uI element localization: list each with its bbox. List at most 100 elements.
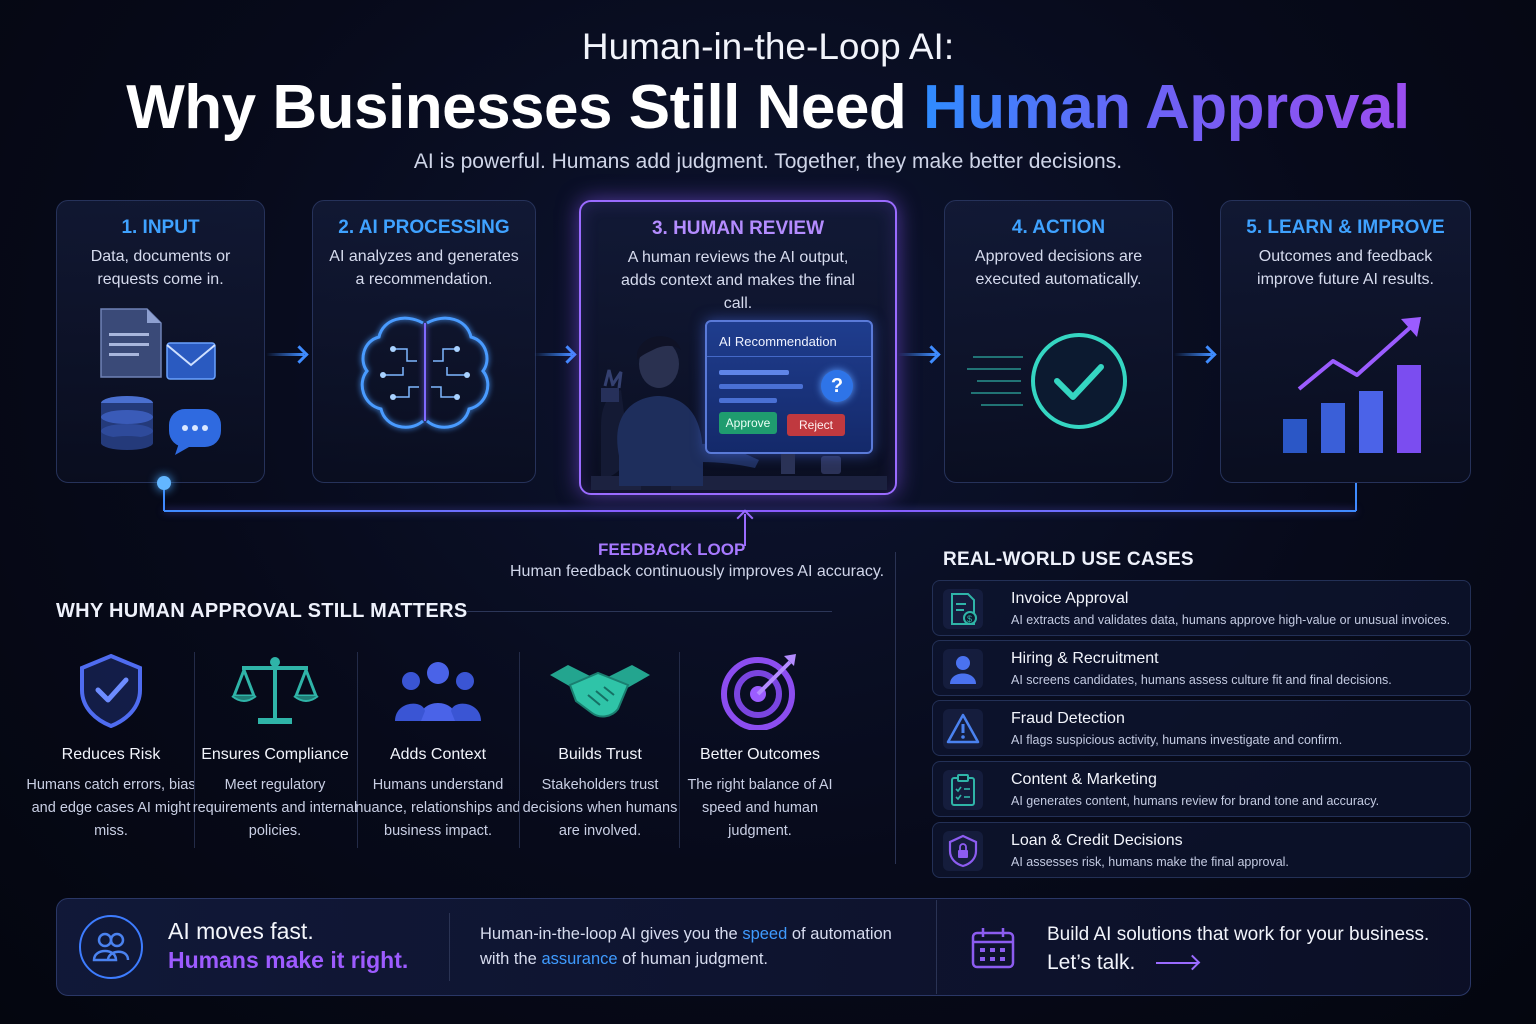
banner-message-line2: with the assurance of human judgment. (480, 950, 768, 969)
use-case-name: Invoice Approval (1011, 590, 1129, 607)
benefit-better-outcomes: Better Outcomes The right balance of AI … (679, 650, 841, 845)
warning-icon (946, 713, 980, 744)
growth-chart-icon (1283, 317, 1421, 453)
feedback-loop-line-left (163, 483, 165, 511)
feedback-loop-line (164, 510, 1356, 512)
banner-keyword-speed: speed (742, 925, 788, 943)
reject-button[interactable]: Reject (787, 414, 845, 436)
header-subtitle: Human-in-the-Loop AI: (581, 26, 955, 67)
benefit-separator (357, 652, 358, 848)
banner-message-line1: Human-in-the-loop AI gives you the speed… (480, 925, 892, 944)
benefit-title: Reduces Risk (61, 746, 161, 763)
lock-shield-icon (948, 834, 978, 868)
target-icon (721, 654, 796, 730)
invoice-icon: $ (951, 593, 977, 625)
cta-banner (56, 898, 1471, 996)
step-card-human-review: 3. HUMAN REVIEW A human reviews the AI o… (579, 200, 897, 495)
cta-arrow-icon[interactable] (1156, 962, 1198, 964)
benefit-desc: Meet regulatory requirements and interna… (192, 777, 358, 839)
feedback-loop-line-right (1355, 483, 1357, 511)
benefit-separator (194, 652, 195, 848)
feedback-loop-up-arrow (744, 514, 746, 546)
step-card-learn-improve: 5. LEARN & IMPROVE Outcomes and feedback… (1220, 200, 1471, 483)
page-title: Why Businesses Still Need Human Approval (0, 72, 1536, 143)
benefit-separator (679, 652, 680, 848)
benefit-adds-context: Adds Context Humans understand nuance, r… (355, 650, 521, 845)
brain-icon (360, 316, 490, 429)
benefit-builds-trust: Builds Trust Stakeholders trust decision… (519, 650, 681, 845)
use-cases-title: REAL-WORLD USE CASES (943, 549, 1194, 570)
benefit-ensures-compliance: Ensures Compliance Meet regulatory requi… (193, 650, 357, 845)
benefit-title: Adds Context (389, 746, 487, 763)
benefit-desc: Humans catch errors, bias and edge cases… (26, 777, 196, 839)
step-title: 5. LEARN & IMPROVE (1246, 217, 1445, 238)
banner-text: of human judgment. (617, 950, 769, 968)
human-reviewer-illustration (591, 336, 887, 490)
banner-text: with the (480, 950, 542, 968)
use-case-hiring[interactable]: Hiring & Recruitment AI screens candidat… (932, 640, 1471, 696)
people-circle-icon (79, 915, 143, 979)
step-card-action: 4. ACTION Approved decisions are execute… (944, 200, 1173, 483)
use-case-desc: AI flags suspicious activity, humans inv… (1011, 733, 1343, 747)
scales-icon (231, 657, 319, 724)
flow-arrow (898, 353, 936, 356)
use-case-content-marketing[interactable]: Content & Marketing AI generates content… (932, 761, 1471, 817)
input-sources-icon (100, 308, 221, 455)
svg-text:$: $ (967, 614, 972, 624)
benefit-title: Better Outcomes (699, 746, 821, 763)
benefit-reduces-risk: Reduces Risk Humans catch errors, bias a… (26, 650, 196, 845)
banner-text: of automation (787, 925, 892, 943)
use-case-loan-credit[interactable]: Loan & Credit Decisions AI assesses risk… (932, 822, 1471, 878)
approve-button[interactable]: Approve (719, 412, 777, 434)
monitor-label: AI Recommendation (719, 334, 837, 349)
cta-text: Build AI solutions that work for your bu… (1047, 924, 1430, 945)
flow-arrow (1174, 353, 1212, 356)
banner-text: Human-in-the-loop AI gives you the (480, 925, 743, 943)
use-case-desc: AI assesses risk, humans make the final … (1011, 855, 1289, 869)
step-card-ai-processing: 2. AI PROCESSING AI analyzes and generat… (312, 200, 536, 483)
flow-arrow (534, 353, 572, 356)
why-title-rule (467, 611, 832, 612)
use-case-name: Hiring & Recruitment (1011, 650, 1159, 667)
step-title: 4. ACTION (1011, 217, 1106, 238)
banner-headline: AI moves fast. (168, 918, 314, 944)
step-desc: Outcomes and feedback improve future AI … (1257, 248, 1434, 288)
banner-keyword-assurance: assurance (541, 950, 618, 968)
use-case-invoice-approval[interactable]: $ Invoice Approval AI extracts and valid… (932, 580, 1471, 636)
use-case-name: Content & Marketing (1011, 771, 1157, 788)
people-group-icon (395, 662, 481, 721)
why-section-title: WHY HUMAN APPROVAL STILL MATTERS (56, 600, 468, 622)
step-card-input: 1. INPUT Data, documents or requests com… (56, 200, 265, 483)
banner-separator (449, 913, 450, 981)
page-title-highlight: Human Approval (922, 73, 1410, 142)
benefit-desc: Stakeholders trust decisions when humans… (522, 777, 678, 839)
cta-link[interactable]: Let’s talk. (1047, 951, 1136, 974)
header-tagline: AI is powerful. Humans add judgment. Tog… (413, 150, 1123, 173)
step-desc: AI analyzes and generates a recommendati… (329, 248, 519, 288)
use-case-fraud-detection[interactable]: Fraud Detection AI flags suspicious acti… (932, 700, 1471, 756)
banner-headline-accent: Humans make it right. (168, 947, 409, 973)
step-desc: Approved decisions are executed automati… (974, 248, 1143, 288)
flow-arrow (266, 353, 304, 356)
use-case-name: Loan & Credit Decisions (1011, 832, 1183, 849)
step-title: 1. INPUT (121, 217, 200, 238)
page-title-plain: Why Businesses Still Need (126, 73, 923, 142)
benefit-separator (519, 652, 520, 848)
feedback-loop-title: FEEDBACK LOOP (598, 540, 746, 559)
banner-separator (936, 900, 937, 994)
step-title: 2. AI PROCESSING (338, 217, 510, 238)
use-case-name: Fraud Detection (1011, 710, 1125, 727)
step-desc: Data, documents or requests come in. (90, 248, 231, 288)
benefit-desc: The right balance of AI speed and human … (687, 777, 833, 839)
step-desc: A human reviews the AI output, adds cont… (621, 249, 855, 312)
question-icon: ? (821, 370, 853, 402)
feedback-loop-desc: Human feedback continuously improves AI … (510, 563, 885, 580)
person-icon (950, 656, 976, 684)
check-circle-icon (967, 333, 1127, 429)
section-divider (895, 552, 896, 864)
use-case-desc: AI generates content, humans review for … (1011, 794, 1380, 808)
feedback-loop-dot (157, 476, 171, 490)
use-case-desc: AI extracts and validates data, humans a… (1011, 613, 1451, 627)
benefit-desc: Humans understand nuance, relationships … (355, 777, 521, 839)
calendar-icon (971, 928, 1015, 969)
